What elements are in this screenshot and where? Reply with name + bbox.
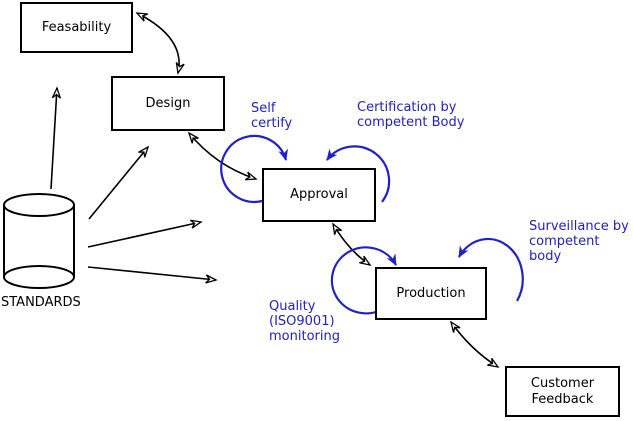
loop-certification — [326, 145, 391, 203]
loop-quality — [330, 246, 397, 315]
annotation-certification: Certification by competent Body — [357, 100, 465, 130]
node-production: Production — [375, 267, 487, 320]
standards-cylinder — [3, 193, 75, 289]
edge-production-customer-feedback — [449, 320, 500, 368]
edge-standards-feasability — [50, 86, 62, 190]
edge-standards-production — [87, 266, 218, 284]
edge-approval-production — [332, 222, 372, 266]
annotation-self-certify: Self certify — [251, 101, 293, 131]
node-approval: Approval — [262, 168, 376, 222]
edge-design-approval — [187, 131, 258, 181]
loop-self-certify — [220, 134, 288, 203]
edge-feasability-design — [135, 12, 185, 75]
node-feasability: Feasability — [20, 2, 133, 53]
annotation-surveillance: Surveillance by competent body — [529, 219, 629, 264]
edge-standards-approval — [87, 219, 203, 248]
standards-label: STANDARDS — [1, 295, 81, 310]
annotation-quality: Quality (ISO9001) monitoring — [269, 299, 340, 344]
node-customer-feedback: Customer Feedback — [505, 366, 620, 417]
edge-standards-design — [88, 145, 150, 220]
loop-surveillance — [458, 237, 524, 302]
node-design: Design — [111, 76, 225, 131]
